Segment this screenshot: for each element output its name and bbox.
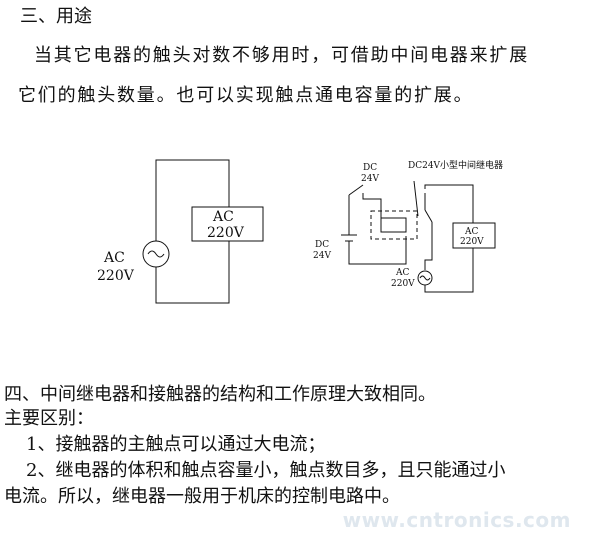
right-source-label-ac: AC [395,268,409,278]
left-load-label-volt: 220V [207,225,245,241]
left-circuit-diagram [142,159,264,304]
section3-paragraph-line2: 它们的触头数量。也可以实现触点通电容量的扩展。 [18,85,474,106]
load-top-wire [424,184,474,223]
dc-top-label-line2: 24V [361,174,379,184]
load-bottom-wire [424,248,474,293]
load-mid-wire [424,222,433,270]
left-source-label-ac: AC [103,250,125,266]
section3-paragraph-line1: 当其它电器的触头对数不够用时，可借助中间电器来扩展 [34,45,529,66]
dc-top-label-line1: DC [363,163,377,173]
right-load-box [452,222,496,249]
right-circuit-diagram [341,180,496,293]
section4-item2-line1: 2、继电器的体积和触点容量小，触点数目多，且只能通过小 [26,460,506,481]
section4-heading: 四、中间继电器和接触器的结构和工作原理大致相同。 [4,384,436,405]
dc-left-label-line1: DC [315,240,329,250]
section4-item2-line2: 电流。所以，继电器一般用于机床的控制电路中。 [4,486,400,507]
left-load-label-ac: AC [212,209,234,225]
section4-item1: 1、接触器的主触点可以通过大电流； [26,434,326,455]
left-load-box [191,206,264,242]
control-bottom-wire [348,236,407,265]
right-load-label-volt: 220V [460,237,484,247]
right-source-label-volt: 220V [391,279,415,289]
left-top-wire [155,159,230,232]
relay-contact [424,209,433,223]
left-sine-wave-icon [147,250,165,258]
control-top-wire [362,193,382,218]
relay-type-label: DC24V小型中间继电器 [408,159,503,171]
left-source-label-volt: 220V [97,268,135,284]
right-ac-source-circle [417,270,433,286]
left-bottom-wire [155,241,230,304]
section3-heading: 三、用途 [20,6,92,27]
relay-label-leader [413,180,419,217]
switch-blade [348,184,364,196]
dc-left-label-line2: 24V [313,251,331,261]
relay-coil [380,217,407,233]
section4-subheading: 主要区别： [4,408,94,429]
relay-dashed-box [370,210,418,240]
right-load-label-ac: AC [464,227,478,237]
right-sine-wave-icon [419,275,431,281]
watermark: www.cntronics.com [342,508,571,532]
